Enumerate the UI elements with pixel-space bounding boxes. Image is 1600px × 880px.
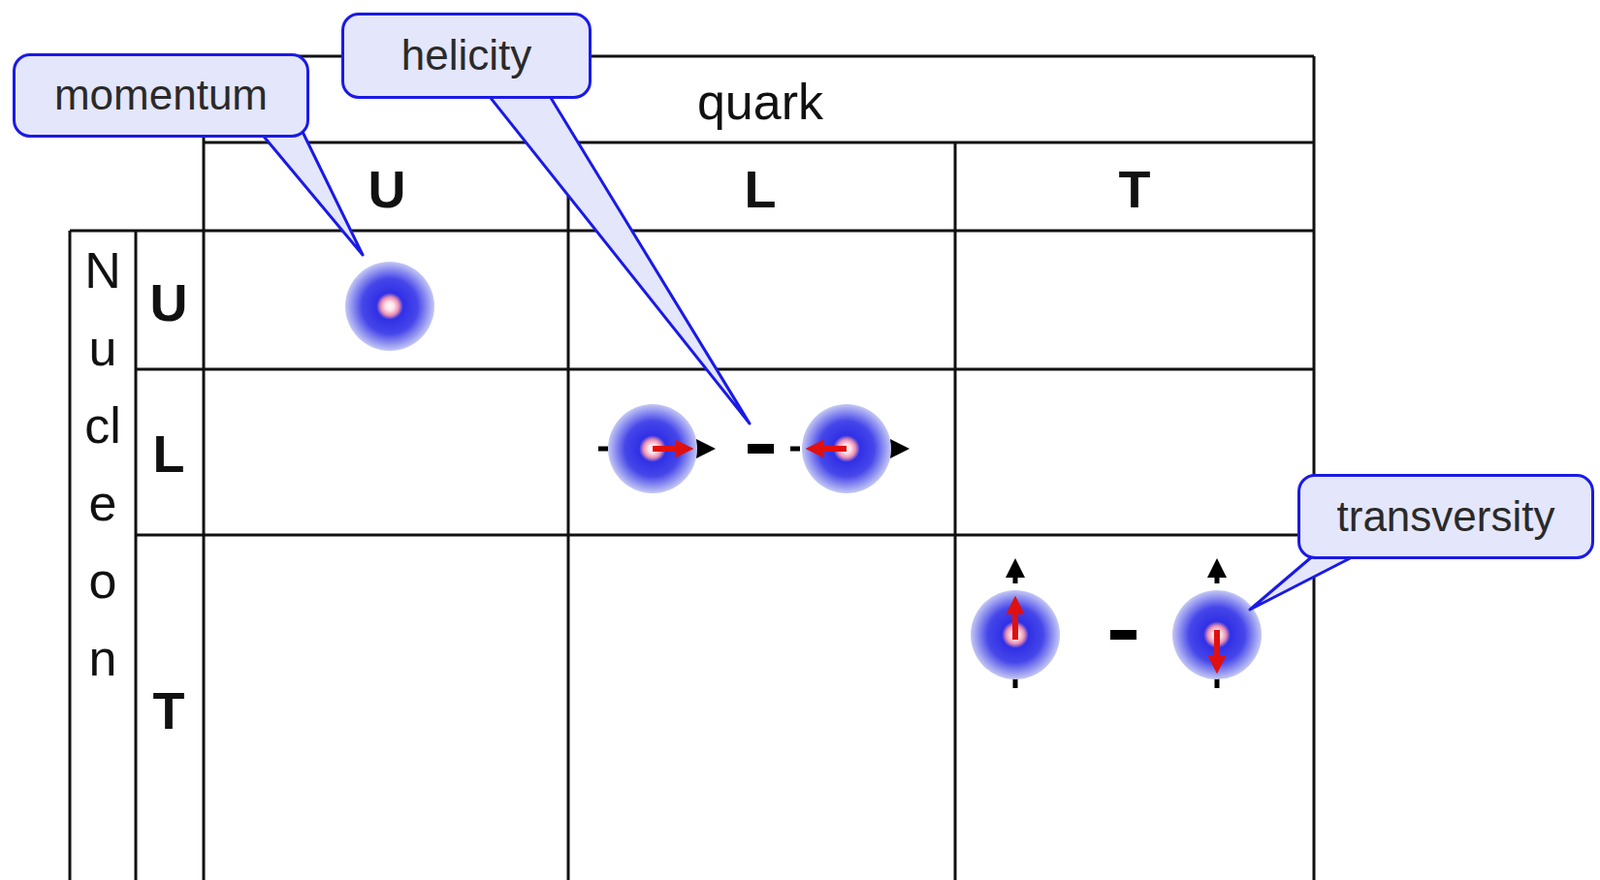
grid-line	[135, 368, 1314, 372]
quark-spin-arrow	[1214, 630, 1220, 660]
callout-text: helicity	[401, 32, 533, 79]
callout-tail	[486, 93, 750, 424]
row-header: T	[153, 684, 186, 737]
callout-tail	[259, 131, 363, 256]
row-group-header: Nucleon	[84, 231, 122, 698]
grid-line	[567, 142, 571, 880]
quark-spin-arrow	[652, 446, 679, 452]
quark-sphere	[801, 404, 892, 494]
quark-spin-arrow	[820, 446, 847, 452]
grid-line	[203, 141, 1314, 145]
callout-bubble: momentum	[12, 53, 310, 138]
column-group-header: quark	[697, 76, 824, 128]
grid-line	[135, 534, 1314, 538]
column-header: T	[1119, 162, 1152, 216]
callout-tail	[1249, 553, 1360, 610]
row-header: U	[150, 276, 189, 329]
grid-line	[134, 230, 138, 880]
quark-spin-arrow	[1012, 610, 1019, 640]
minus-sign	[1110, 630, 1137, 640]
table-grid	[69, 56, 1314, 880]
quark-sphere	[970, 590, 1060, 680]
minus-sign	[747, 444, 774, 454]
row-header: L	[153, 427, 186, 480]
grid-line	[202, 56, 206, 880]
grid-line	[954, 142, 958, 880]
quark-sphere	[1172, 590, 1262, 680]
grid-line	[69, 229, 1314, 233]
callout-text: transversity	[1337, 493, 1556, 541]
quark-sphere	[608, 404, 698, 494]
column-header: L	[744, 162, 777, 216]
callout-bubble: helicity	[341, 12, 592, 99]
callout-bubble: transversity	[1297, 474, 1595, 560]
column-header: U	[368, 162, 407, 216]
quark-sphere	[345, 261, 435, 352]
callout-text: momentum	[54, 71, 268, 119]
grid-line	[1312, 56, 1316, 880]
grid-line	[68, 230, 72, 880]
